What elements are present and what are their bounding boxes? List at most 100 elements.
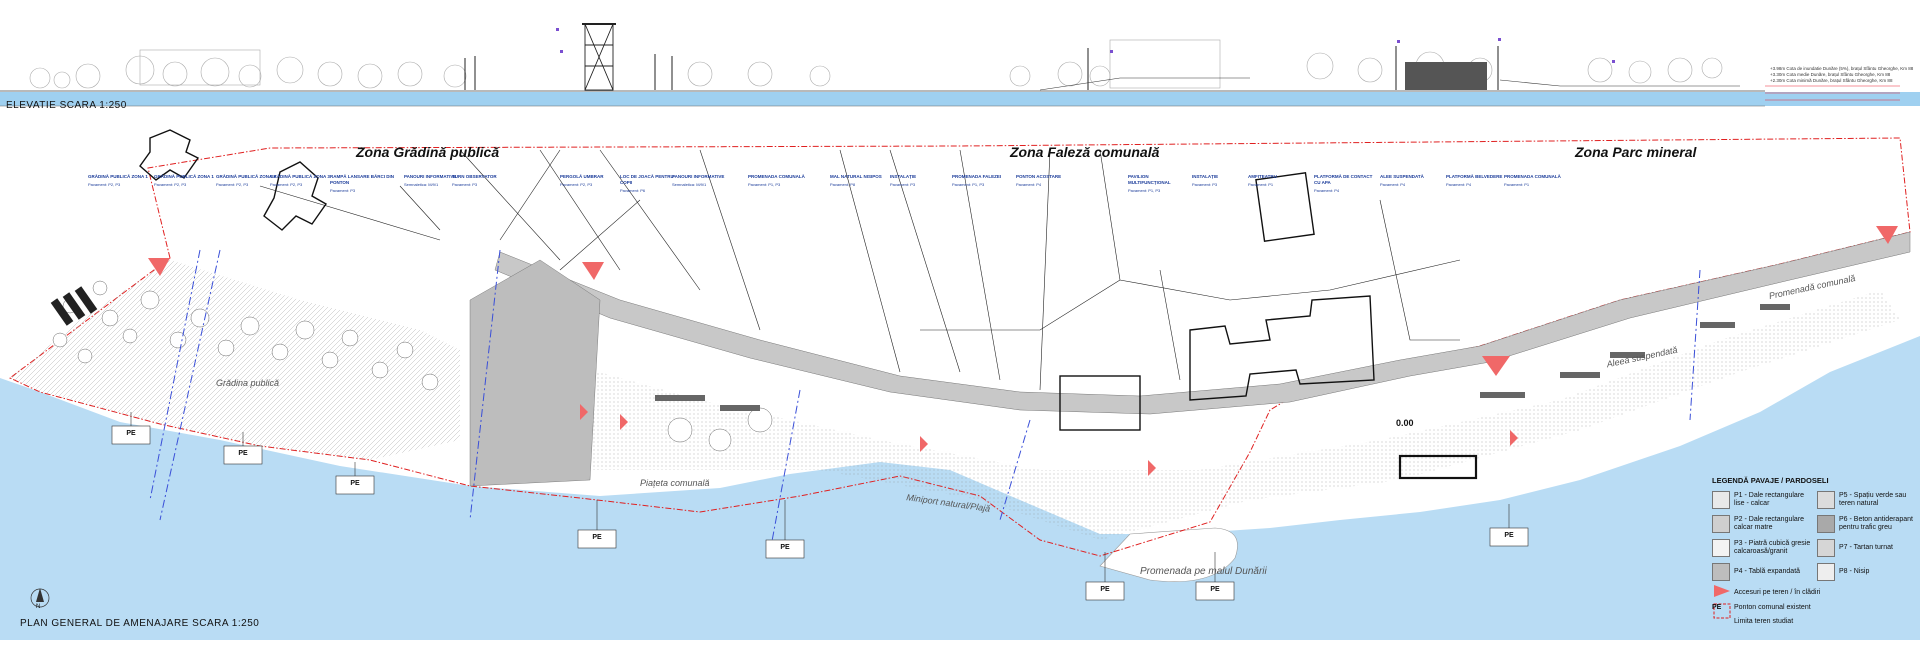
legend-swatch [1712,491,1730,509]
legend-label: P4 - Tablă expandată [1734,568,1801,576]
program-column-head: RAMPĂ LANSARE BĂRCI DIN PONTON [330,174,394,186]
program-column: PROMENADA FALEZEI Pavament: P1, P3 [952,174,1016,187]
program-column-ref: Pavament: P3 [452,182,478,188]
legend-swatch [1817,563,1835,581]
program-column: RAMPĂ LANSARE BĂRCI DIN PONTON Pavament: … [330,174,394,194]
zone-title-parc: Zona Parc mineral [1575,144,1697,160]
legend-limit: Limita teren studiat [1712,618,1916,626]
legend-item-p3: P3 - Piatră cubică gresie calcaroasă/gra… [1712,539,1811,557]
area-label-gradina: Grădina publică [216,378,280,388]
program-column-head: PANOURI INFORMATIVE [672,174,725,179]
north-label: N [36,604,41,610]
ponton-label: PE [350,480,360,487]
elevation-notes: +3.98m Cota de inundatie Dunăre (5%), br… [1770,66,1913,84]
program-column-ref: Pavament: P1, P3 [952,182,985,188]
program-column-head: ALEE SUSPENDATĂ [1380,174,1424,179]
program-column: PERGOLĂ UMBRAR Pavament: P2, P3 [560,174,624,187]
legend-label: P5 - Spațiu verde sau teren natural [1839,492,1907,507]
legend-item-p4: P4 - Tablă expandată [1712,563,1811,581]
plan-title: PLAN GENERAL DE AMENAJARE SCARA 1:250 [20,618,260,629]
ponton-label: PE [1210,586,1220,593]
program-column-ref: Pavament: P3 [330,188,356,194]
elevation-title: ELEVATIE SCARA 1:250 [6,100,127,111]
program-column-ref: Pavament: P8 [830,182,856,188]
legend-label: P1 - Dale rectangulare lise - calcar [1734,492,1805,507]
program-column-ref: Pavament: P3 [890,182,916,188]
legend-label: P6 - Beton antiderapant pentru trafic gr… [1839,516,1913,531]
legend-label: P2 - Dale rectangulare calcar matre [1734,516,1805,531]
program-column-ref: Pavament: P1, P3 [1128,188,1161,194]
legend-label: P7 - Tartan turnat [1839,544,1893,552]
existing-buildings [139,129,1478,480]
legend-limit-label: Limita teren studiat [1734,618,1794,626]
program-column-ref: Pavament: P4 [1314,188,1340,194]
program-column-head: PONTON ACOSTARE [1016,174,1062,179]
program-column-head: TURN OBSERVATOR [452,174,497,179]
ponton-label: PE [592,534,602,541]
program-column-head: AMFITEATRU [1248,174,1277,179]
program-column-ref: Pavament: P1 [1504,182,1530,188]
program-column-head: PROMENADA FALEZEI [952,174,1002,179]
zone-title-faleza: Zona Faleză comunală [1010,144,1160,160]
legend-item-p8: P8 - Nisip [1817,563,1916,581]
legend-swatch [1817,539,1835,557]
program-column: GRĂDINĂ PUBLICĂ ZONA 1 Pavament: P2, P3 [154,174,218,187]
legend-label: P3 - Piatră cubică gresie calcaroasă/gra… [1734,540,1811,555]
program-column-head: INSTALAȚIE [1192,174,1219,179]
elevation-note: +3.30m Cota medie Dunăre, brațul Sfântu … [1770,72,1891,78]
legend-pe-label: Ponton comunal existent [1734,603,1811,611]
elevation-drawing [0,23,1920,107]
legend-access-label: Accesuri pe teren / în clădiri [1734,589,1821,596]
program-column: MAL NATURAL NISIPOS Pavament: P8 [830,174,894,187]
program-column-ref: Pavament: P2, P3 [560,182,593,188]
legend-pe-code: PE [1712,603,1722,611]
program-column-head: PLATFORMĂ DE CONTACT CU APA [1314,174,1373,186]
program-column: INSTALAȚIE Pavament: P3 [1192,174,1256,187]
zone-title-gradina: Zona Grădină publică [356,144,500,160]
program-column-head: GRĂDINĂ PUBLICĂ ZONA 1 [154,174,214,179]
program-column-head: GRĂDINĂ PUBLICĂ ZONA 3 [270,174,330,179]
ponton-label: PE [238,450,248,457]
legend-item-p7: P7 - Tartan turnat [1817,539,1916,557]
program-column: TURN OBSERVATOR Pavament: P3 [452,174,516,187]
ponton-label: PE [126,430,136,437]
garden-trees [52,280,773,452]
legend-title: LEGENDĂ PAVAJE / PARDOSELI [1712,476,1829,485]
waterfront-paving [520,290,1900,540]
elevation-water [0,92,1920,106]
program-column-ref: Pavament: P1 [1248,182,1274,188]
program-column-ref: Pavament: P4 [1380,182,1406,188]
elevation-note: +3.98m Cota de inundatie Dunăre (5%), br… [1770,66,1914,71]
section-lines [149,249,1701,553]
legend-item-p5: P5 - Spațiu verde sau teren natural [1817,491,1916,509]
legend-swatch [1712,539,1730,557]
pavilion-elevation [1405,62,1487,90]
program-column-head: MAL NATURAL NISIPOS [830,174,882,179]
program-column-ref: Pavament: P4 [1446,182,1472,188]
program-column: AMFITEATRU Pavament: P1 [1248,174,1312,187]
program-column-head: PAVILION MULTIFUNCȚIONAL [1128,174,1171,186]
program-column-head: INSTALAȚIE [890,174,917,179]
garden-hatch [10,260,460,460]
access-triangles [148,226,1898,476]
program-column-ref: Pavament: P2, P3 [88,182,121,188]
area-label-promenada-mal: Promenada pe malul Dunării [1140,566,1267,577]
program-column-ref: Pavament: P3 [1192,182,1218,188]
program-column-ref: Pavament: P2, P3 [154,182,187,188]
program-column-ref: Semnaletica: M/9/1 [404,182,439,188]
program-column-head: PERGOLĂ UMBRAR [560,174,604,179]
legend-pe: PE Ponton comunal existent [1712,604,1916,612]
program-column: INSTALAȚIE Pavament: P3 [890,174,954,187]
promenade-band [494,231,1911,415]
legend-swatch [1712,515,1730,533]
program-column-head: GRĂDINĂ PUBLICĂ ZONA 2 [216,174,276,179]
legend-label: P8 - Nisip [1839,568,1870,576]
